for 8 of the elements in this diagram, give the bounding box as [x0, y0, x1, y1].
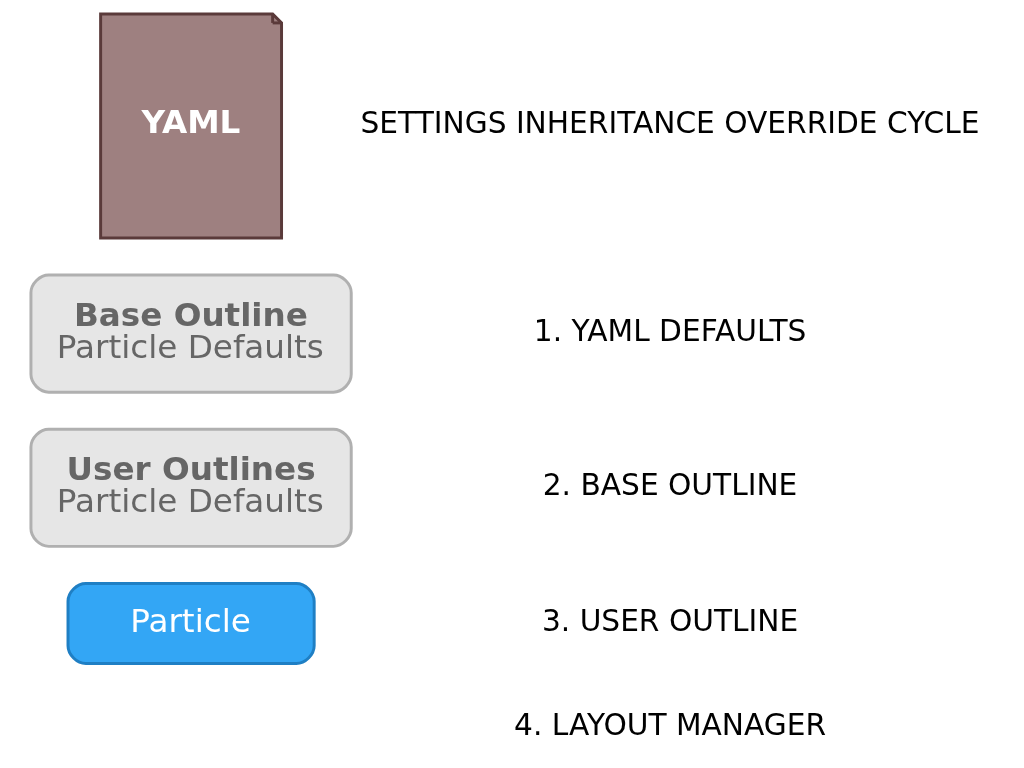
node-box: Particle	[66, 581, 316, 665]
label: 4. LAYOUT MANAGER	[513, 706, 826, 742]
label: 1. YAML DEFAULTS	[533, 313, 806, 348]
node-box: User Outlines Particle Defaults	[28, 427, 353, 548]
node-box: Base Outline Particle Defaults	[28, 273, 353, 394]
label: 2. BASE OUTLINE	[542, 467, 797, 503]
label: 3. USER OUTLINE	[541, 602, 798, 638]
label: SETTINGS INHERITANCE OVERRIDE CYCLE	[360, 105, 980, 141]
